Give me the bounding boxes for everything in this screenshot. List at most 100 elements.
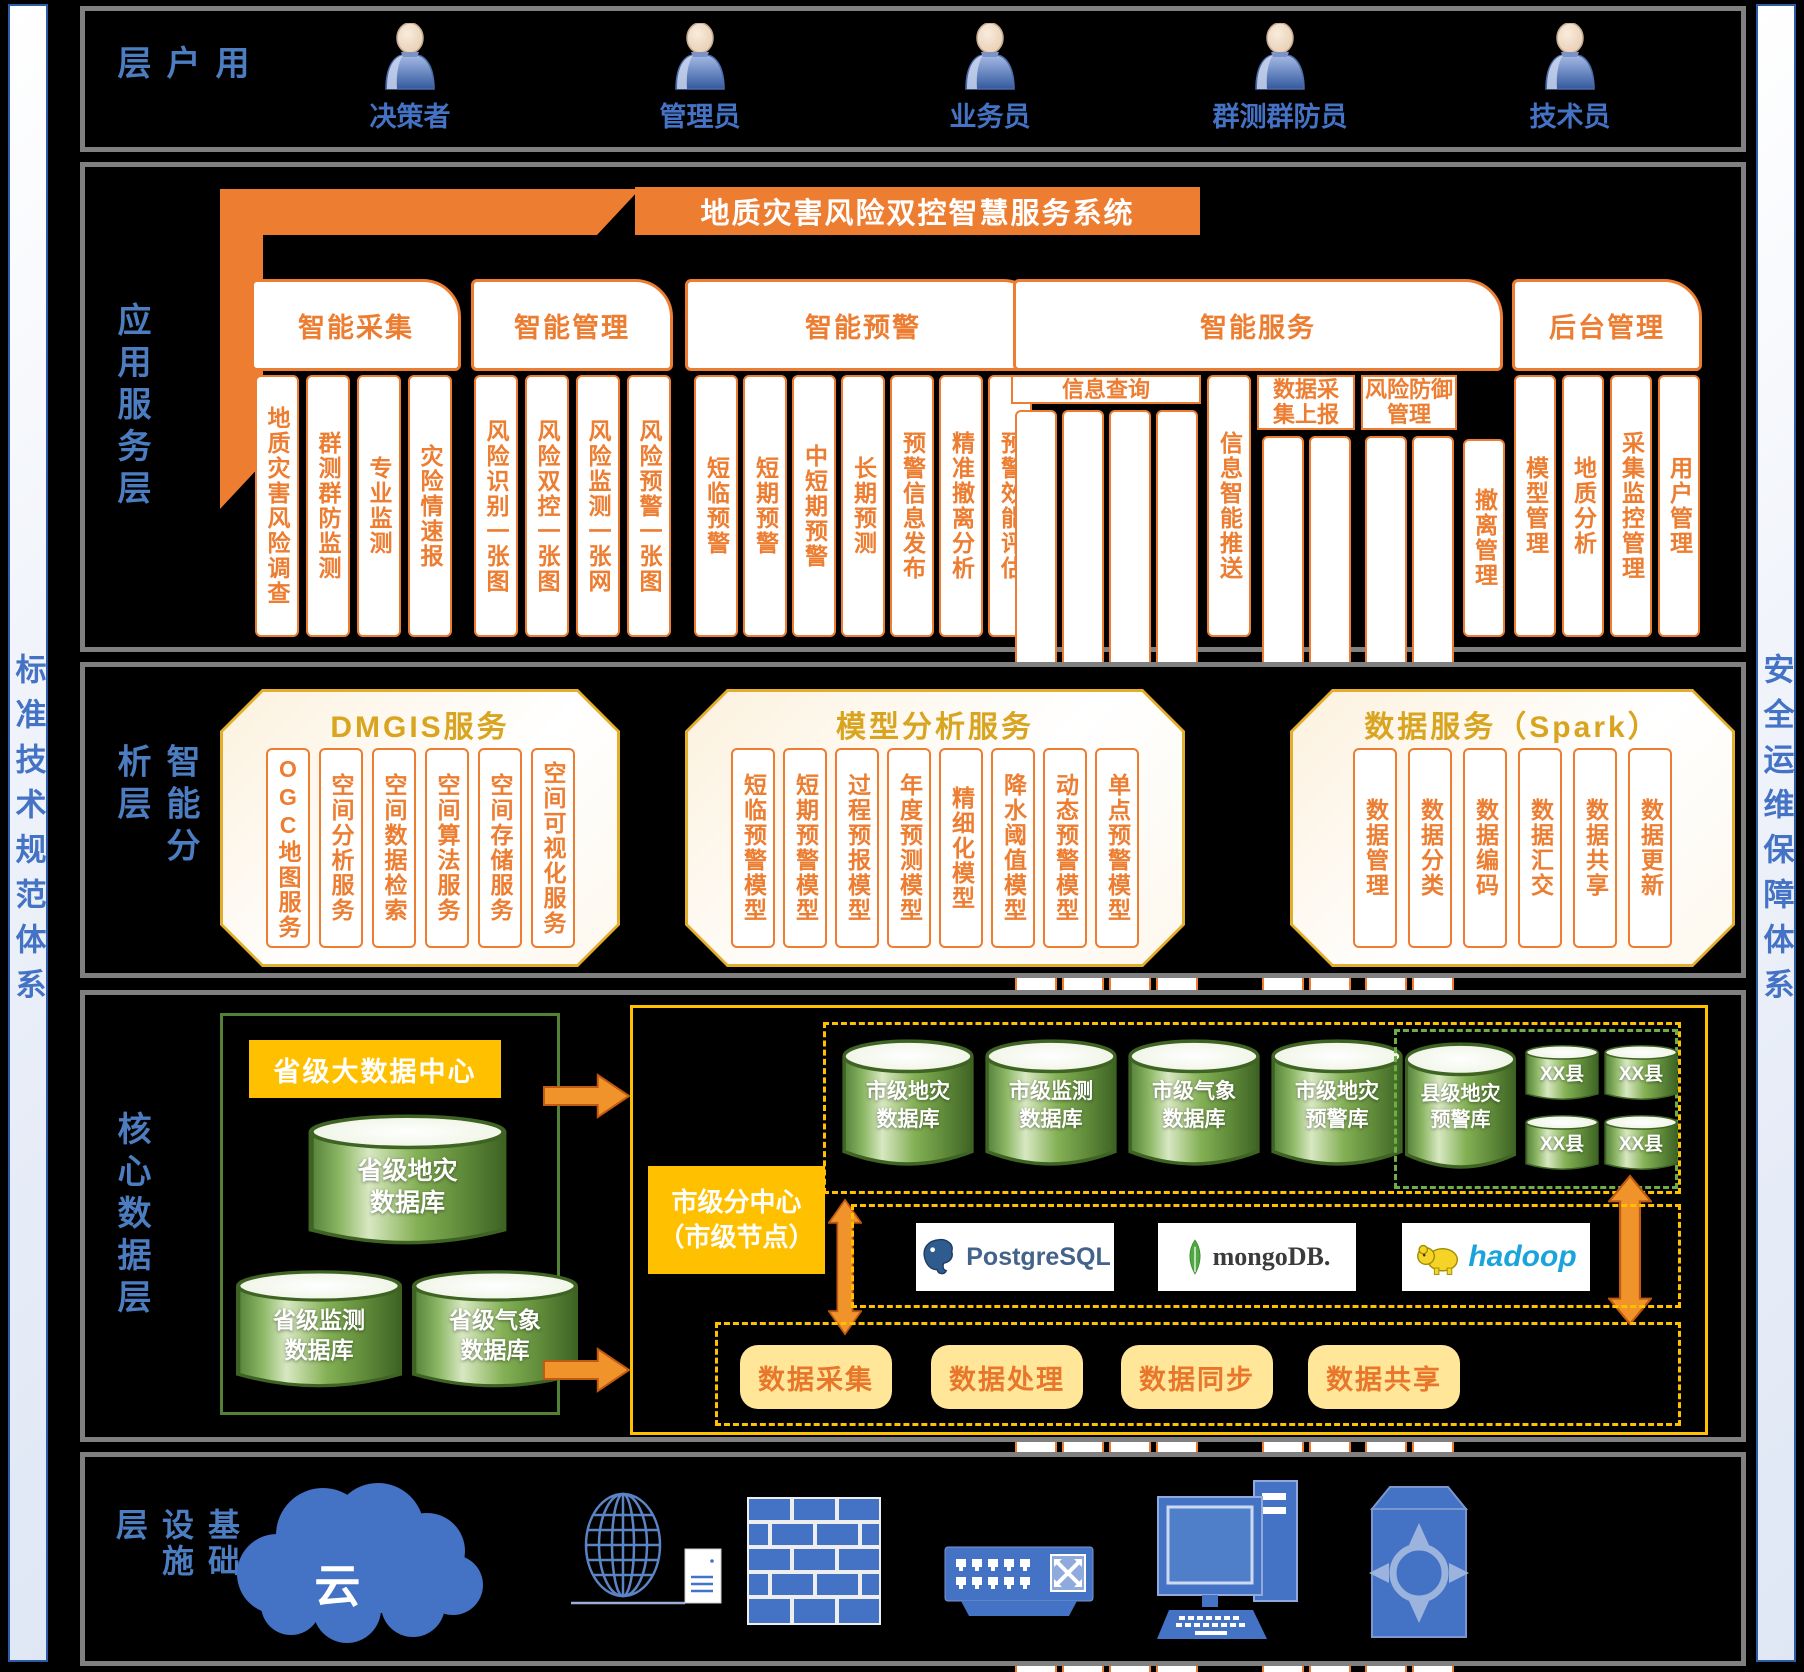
app-item-info-push: 信息智能推送 <box>1207 375 1251 637</box>
analysis-item: 降水阈值模型 <box>991 748 1035 948</box>
firewall-icon <box>747 1497 881 1625</box>
database-label: XX县 <box>1539 1134 1585 1156</box>
person-icon <box>1255 23 1305 90</box>
database-cylinder-xx-county: XX县 <box>1524 1114 1600 1174</box>
person-icon <box>675 23 725 90</box>
database-label: 市级气象 数据库 <box>1152 1080 1236 1131</box>
app-item: 地质灾害风险调查 <box>254 375 299 637</box>
database-cylinder-city-warning: 市级地灾 预警库 <box>1269 1037 1405 1175</box>
database-label: 市级地灾 预警库 <box>1295 1080 1379 1131</box>
province-data-center-box: 省级大数据中心 省级地灾 数据库 省级监测 数据库 省级气象 数据库 <box>220 1013 560 1415</box>
bracket-shape <box>220 189 640 509</box>
analysis-item: 数据共享 <box>1573 748 1617 948</box>
user-label: 群测群防员 <box>1212 102 1348 132</box>
arrow-right-icon <box>542 1073 631 1119</box>
hadoop-logo: hadoop <box>1402 1223 1590 1291</box>
database-label: XX县 <box>1618 1134 1664 1156</box>
database-label: 市级监测 数据库 <box>1009 1080 1093 1131</box>
layer-user-label: 用户层 <box>112 45 248 87</box>
city-database-group: 市级地灾 数据库 市级监测 数据库 市级气象 数据库 市级地灾 预警库 <box>823 1022 1681 1194</box>
analysis-item: 数据管理 <box>1353 748 1397 948</box>
group-smart-management-items: 风险识别一张图 风险双控一张图 风险监测一张网 风险预警一张图 <box>469 375 675 637</box>
left-pillar: 标准技术规范体系 <box>8 4 48 1662</box>
layer-infrastructure: 基础设施层 云 <box>80 1452 1746 1666</box>
group-header-smart-management: 智能管理 <box>471 279 673 371</box>
data-process-group: 数据采集 数据处理 数据同步 数据共享 <box>715 1322 1681 1426</box>
arrow-right-icon <box>542 1347 631 1393</box>
analysis-item: 数据更新 <box>1628 748 1672 948</box>
group-header-smart-collection: 智能采集 <box>251 279 461 371</box>
left-pillar-label: 标准技术规范体系 <box>10 653 46 1013</box>
layer-user: 用户层 决策者 管理员 业务员 群测群防员 技术员 <box>80 6 1746 152</box>
app-item: 灾险情速报 <box>407 375 452 637</box>
database-cylinder-city-geo: 市级地灾 数据库 <box>840 1037 976 1175</box>
right-pillar: 安全运维保障体系 <box>1756 4 1796 1662</box>
globe-server-icon <box>563 1485 753 1643</box>
database-cylinder-xx-county: XX县 <box>1524 1044 1600 1104</box>
person-icon <box>965 23 1015 90</box>
app-item: 模型管理 <box>1514 375 1556 637</box>
database-cylinder-city-monitor: 市级监测 数据库 <box>983 1037 1119 1175</box>
person-icon <box>1545 23 1595 90</box>
user-label: 技术员 <box>1529 102 1611 132</box>
layer-core-data: 核心数据层 省级大数据中心 省级地灾 数据库 省级监测 数据库 省级气象 数据库… <box>80 990 1746 1442</box>
group-header-smart-service: 智能服务 <box>1013 279 1503 371</box>
analysis-item: 单点预警模型 <box>1095 748 1139 948</box>
router-icon <box>1363 1479 1475 1643</box>
network-switch-icon <box>943 1539 1095 1621</box>
user-label: 管理员 <box>659 102 741 132</box>
app-item: 风险监测一张网 <box>575 375 620 637</box>
model-analysis-service-box: 模型分析服务 短临预警模型 短期预警模型 过程预报模型 年度预测模型 精细化模型… <box>685 689 1185 967</box>
octagon-inner: 数据服务（Spark） 数据管理 数据分类 数据编码 数据汇交 数据共享 数据更… <box>1293 692 1732 964</box>
octagon-inner: DMGIS服务 OGC地图服务 空间分析服务 空间数据检索 空间算法服务 空间存… <box>223 692 617 964</box>
box-items: 数据管理 数据分类 数据编码 数据汇交 数据共享 数据更新 <box>1293 748 1732 948</box>
right-pillar-label: 安全运维保障体系 <box>1758 653 1794 1013</box>
analysis-item: 空间数据检索 <box>372 748 416 948</box>
analysis-item: 数据汇交 <box>1518 748 1562 948</box>
database-cylinder-xx-county: XX县 <box>1603 1114 1679 1174</box>
data-service-spark-box: 数据服务（Spark） 数据管理 数据分类 数据编码 数据汇交 数据共享 数据更… <box>1290 689 1735 967</box>
layer-analysis-label: 智能分析层 <box>112 743 199 870</box>
analysis-item: 精细化模型 <box>939 748 983 948</box>
analysis-item: 空间可视化服务 <box>531 748 575 948</box>
app-item: 地质分析 <box>1562 375 1604 637</box>
box-title: 数据服务（Spark） <box>1364 711 1661 744</box>
user-operator: 业务员 <box>880 23 1100 145</box>
database-label: XX县 <box>1539 1064 1585 1086</box>
analysis-item: 空间存储服务 <box>478 748 522 948</box>
group-header-smart-warning: 智能预警 <box>685 279 1041 371</box>
system-title-banner: 地质灾害风险双控智慧服务系统 <box>635 187 1200 235</box>
database-label: 省级地灾 数据库 <box>357 1156 458 1218</box>
box-items: OGC地图服务 空间分析服务 空间数据检索 空间算法服务 空间存储服务 空间可视… <box>223 748 617 948</box>
database-label: 市级地灾 数据库 <box>866 1080 950 1131</box>
county-database-group: 县级地灾 预警库 XX县 XX县 XX县 <box>1394 1029 1678 1189</box>
layer-core-label: 核心数据层 <box>112 1111 150 1321</box>
person-icon <box>385 23 435 90</box>
subgroup-header: 信息查询 <box>1011 375 1201 405</box>
group-header-backend-management: 后台管理 <box>1512 279 1702 371</box>
analysis-item: 短临预警模型 <box>731 748 775 948</box>
analysis-item: 数据分类 <box>1408 748 1452 948</box>
user-row: 决策者 管理员 业务员 群测群防员 技术员 <box>265 23 1715 145</box>
group-backend-items: 模型管理 地质分析 采集监控管理 用户管理 <box>1510 375 1704 637</box>
app-item: 专业监测 <box>356 375 401 637</box>
province-center-header: 省级大数据中心 <box>249 1040 501 1098</box>
logo-text: PostgreSQL <box>966 1242 1111 1271</box>
database-cylinder-province-weather: 省级气象 数据库 <box>409 1268 581 1396</box>
logo-text: hadoop <box>1468 1240 1577 1273</box>
database-cylinder-city-weather: 市级气象 数据库 <box>1126 1037 1262 1175</box>
group-smart-collection-items: 地质灾害风险调查 群测群防监测 专业监测 灾险情速报 <box>245 375 461 637</box>
app-item: 精准撤离分析 <box>939 375 983 637</box>
app-item: 风险预警一张图 <box>626 375 671 637</box>
app-item: 采集监控管理 <box>1610 375 1652 637</box>
database-cylinder-xx-county: XX县 <box>1603 1044 1679 1104</box>
app-item: 短期预警 <box>743 375 787 637</box>
postgresql-elephant-icon <box>923 1238 954 1275</box>
app-item: 短临预警 <box>694 375 738 637</box>
user-decision-maker: 决策者 <box>300 23 520 145</box>
desktop-computer-icon <box>1157 1479 1309 1643</box>
layer-analysis: 智能分析层 DMGIS服务 OGC地图服务 空间分析服务 空间数据检索 空间算法… <box>80 662 1746 978</box>
database-label: 省级监测 数据库 <box>273 1307 365 1364</box>
app-item: 风险双控一张图 <box>524 375 569 637</box>
